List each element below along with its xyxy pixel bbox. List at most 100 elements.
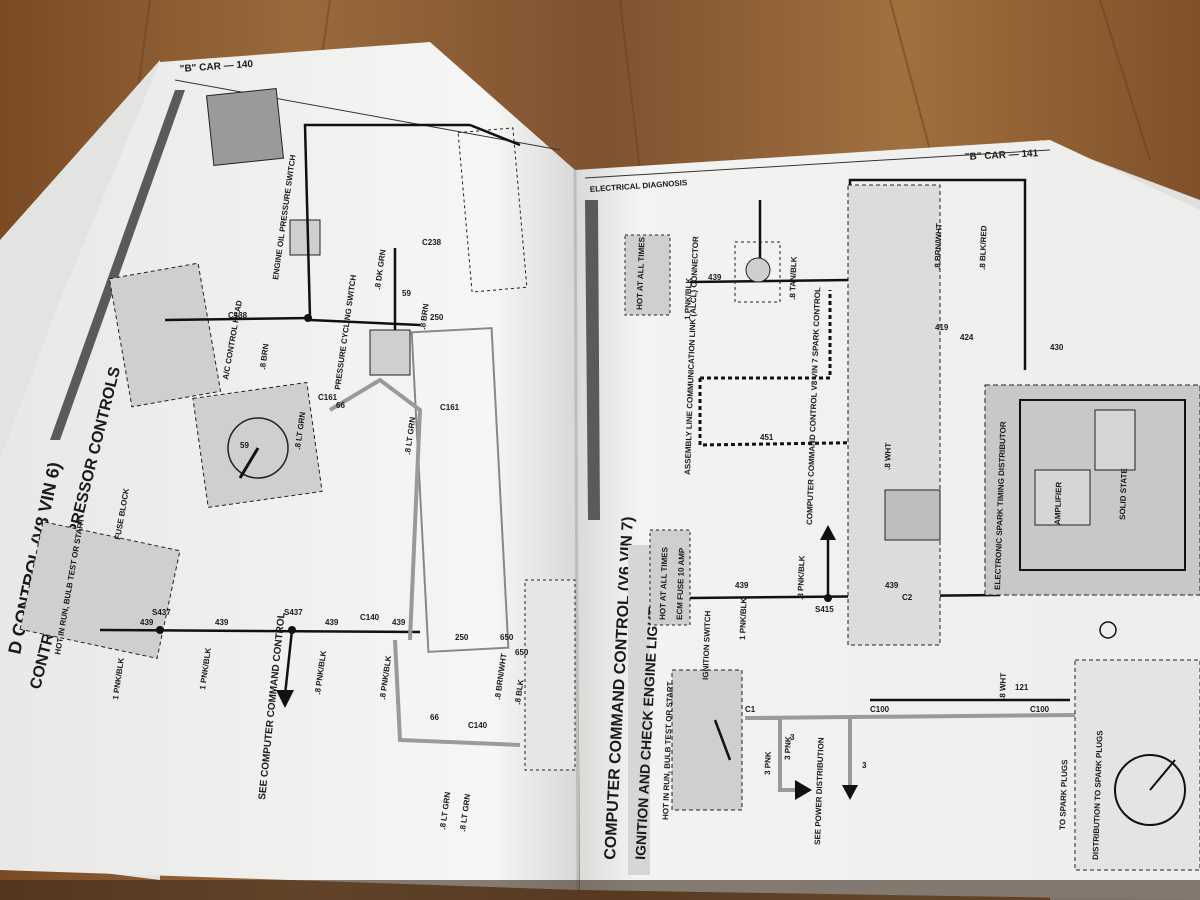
connector-label: S437	[284, 608, 303, 617]
circuit-number: 451	[760, 433, 774, 442]
connector-label: C161	[440, 403, 460, 412]
circuit-number: 430	[1050, 343, 1064, 352]
wire-label: 1 PNK/BLK	[683, 277, 693, 320]
book-gutter	[573, 169, 580, 891]
ac-selector-arm	[238, 447, 260, 479]
left-down-arrow	[283, 629, 294, 696]
wire-label: 3 PNK	[763, 751, 773, 775]
amplifier-box	[1034, 469, 1091, 526]
right-gray-band	[585, 200, 600, 520]
circuit-number: 439	[392, 618, 406, 627]
power-distribution-arrowhead-2	[842, 785, 858, 800]
alcl-dashed-wire	[700, 290, 832, 380]
distributor-cap	[1114, 754, 1186, 826]
right-header-rule	[584, 149, 1051, 179]
circuit-number: 250	[455, 633, 469, 642]
left-locator-inset	[205, 87, 285, 167]
wire-label: .8 WHT	[883, 443, 893, 471]
splice-left-top	[304, 314, 312, 322]
ecm-box-left	[524, 579, 576, 771]
wire-label: .8 WHT	[998, 673, 1008, 701]
left-header-rule	[174, 79, 561, 151]
connector-label: C100	[870, 705, 890, 714]
wire-label: .8 BRN/WHT	[933, 223, 944, 270]
wire-label: .8 BRN	[418, 303, 431, 330]
wire-label: 3 PNK	[783, 736, 793, 760]
amplifier-label: AMPLIFIER	[1053, 481, 1064, 525]
right-fuse-block-top	[624, 234, 671, 316]
circuit-number: 439	[735, 581, 749, 590]
left-page-header: "B" CAR — 140	[179, 59, 253, 75]
right-wire-labels: 1 PNK/BLK 1 PNK/BLK .8 PNK/BLK 3 PNK 3 P…	[683, 223, 1008, 775]
connector-label: C100	[1030, 705, 1050, 714]
distributor-module-inner	[1019, 399, 1186, 571]
distributor-box	[1074, 659, 1200, 871]
circuit-number: 66	[430, 713, 439, 722]
check-engine-lamp-box	[734, 241, 781, 303]
circuit-number: 439	[215, 618, 229, 627]
connector-label: S437	[152, 608, 171, 617]
relay-box	[457, 127, 528, 293]
connector-label: C161	[318, 393, 338, 402]
circuit-number: 439	[325, 618, 339, 627]
wire-label: .8 BLK/RED	[978, 225, 989, 270]
splice-s415	[824, 594, 832, 602]
pressure-cycling-switch	[369, 329, 411, 376]
ignition-switch-arm	[713, 719, 732, 761]
left-wires-gray	[328, 377, 521, 747]
left-circuit-numbers: 439 439 439 439 66 66 59 59 250 250 650 …	[140, 289, 529, 722]
circuit-number: 439	[140, 618, 154, 627]
circuit-number: 650	[515, 648, 529, 657]
circuit-number: 424	[960, 333, 974, 342]
solid-state-label: SOLID STATE	[1118, 467, 1129, 520]
circuit-number: 66	[336, 401, 345, 410]
wire-label: .8 TAN/BLK	[788, 256, 799, 300]
book-bottom-shadow	[0, 880, 1200, 900]
splice-s437-a	[156, 626, 164, 634]
power-distribution-arrowhead-1	[795, 780, 812, 800]
circuit-number: 59	[402, 289, 411, 298]
fan-relay-box	[410, 327, 510, 653]
left-down-arrowhead	[276, 690, 294, 708]
left-wire-labels: 1 PNK/BLK 1 PNK/BLK .8 PNK/BLK .8 PNK/BL…	[111, 249, 525, 833]
right-hot-at-all-times-top: HOT AT ALL TIMES	[635, 236, 647, 310]
circuit-number: 3	[790, 733, 795, 742]
connector-label: C2	[902, 593, 913, 602]
check-engine-lamp	[745, 257, 771, 283]
circuit-number: 419	[935, 323, 949, 332]
connector-label: C138	[228, 311, 248, 320]
wire-label: .8 PNK/BLK	[796, 555, 807, 600]
ignition-switch-box	[671, 669, 743, 811]
connector-label: C140	[360, 613, 380, 622]
circuit-number: 59	[240, 441, 249, 450]
ecm-fuse-label: ECM FUSE 10 AMP	[675, 547, 687, 620]
ignition-switch-label: IGNITION SWITCH	[701, 610, 712, 680]
left-gray-band	[50, 90, 185, 440]
connector-label: S415	[815, 605, 834, 614]
ccc-arrowhead	[820, 525, 836, 540]
wire-label: .8 BRN	[258, 343, 271, 370]
wire-label: .8 BLK	[513, 679, 525, 706]
see-power-distribution-label: SEE POWER DISTRIBUTION	[813, 737, 826, 845]
left-connectors: S437 S437 C140 C140 C161 C238 C161 C138	[152, 238, 488, 730]
pickup-coil-icon	[1099, 621, 1117, 639]
right-gray-main-wire	[744, 713, 1076, 720]
circuit-number: 121	[1015, 683, 1029, 692]
alcl-dashed-wire-2	[698, 378, 901, 447]
circuit-number: 439	[708, 273, 722, 282]
to-spark-plugs-label: TO SPARK PLUGS	[1058, 759, 1069, 830]
fuse-block-box	[19, 521, 181, 659]
oil-pressure-switch	[289, 219, 321, 256]
ac-control-head	[192, 381, 323, 508]
fuse-block-box-upper	[108, 262, 222, 408]
right-title-2-band	[628, 545, 650, 875]
circuit-number: 439	[885, 581, 899, 590]
ecm-module-box	[847, 184, 941, 646]
ac-selector-dial	[227, 417, 289, 479]
distributor-module-outer	[984, 384, 1200, 596]
right-connectors: C100 C100 C2 C1 S415	[745, 593, 1050, 714]
circuit-number: 650	[500, 633, 514, 642]
circuit-number: 3	[862, 761, 867, 770]
ecm-small-inset	[884, 489, 941, 541]
